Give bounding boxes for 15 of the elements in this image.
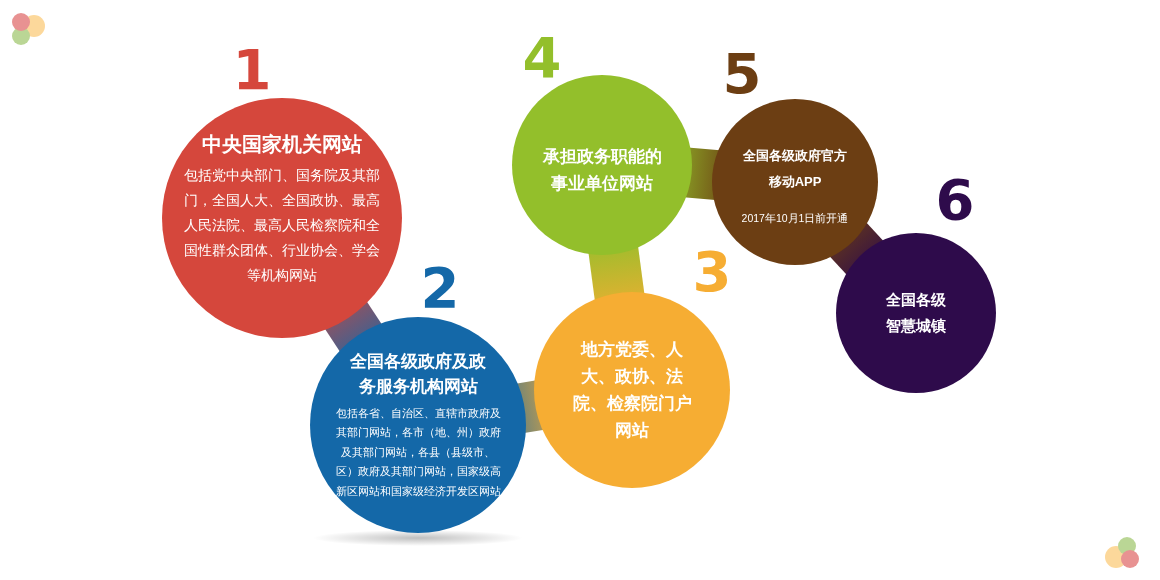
step-number: 5: [722, 48, 762, 100]
circle-heading: 承担政务职能的事业单位网站: [541, 146, 663, 195]
circle-heading: 全国各级政府官方移动APP: [742, 146, 848, 191]
step-number: 1: [232, 44, 272, 96]
circle-heading: 全国各级政府及政务服务机构网站: [349, 350, 487, 399]
circle-heading: 中央国家机关网站: [201, 131, 363, 157]
circle-description: 2017年10月1日前开通: [740, 210, 850, 226]
step-number: 4: [522, 32, 562, 84]
step-number: 2: [420, 262, 460, 314]
circle-description: 包括党中央部门、国务院及其部门，全国人大、全国政协、最高人民法院、最高人民检察院和全国性群众团体、行业协会、学会等机构网站: [183, 166, 381, 285]
step-number: 6: [935, 174, 975, 226]
circle-description: 包括各省、自治区、直辖市政府及其部门网站，各市（地、州）政府及其部门网站，各县（县级市、区）政府及其部门网站，国家级高新区网站和国家级经济开发区网站: [334, 405, 502, 499]
step-number: 3: [692, 246, 732, 298]
circle-heading: 地方党委、人大、政协、法院、检察院门户网站: [572, 339, 692, 442]
circle-heading: 全国各级智慧城镇: [885, 290, 947, 336]
